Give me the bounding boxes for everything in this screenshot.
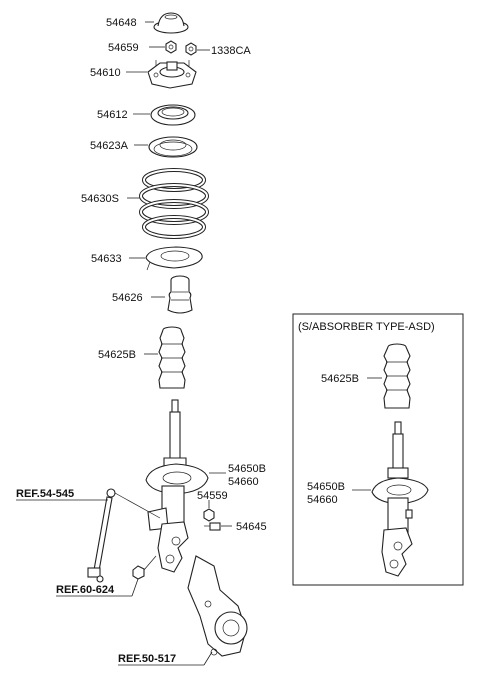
label-54559: 54559 bbox=[197, 490, 228, 502]
label-54648: 54648 bbox=[106, 17, 137, 29]
label-54645: 54645 bbox=[236, 521, 267, 533]
part-54645-bolt bbox=[204, 522, 221, 531]
ref-60-624-link[interactable]: REF.60-624 bbox=[56, 584, 115, 596]
inset-label-54625B: 54625B bbox=[321, 373, 359, 385]
label-54630S: 54630S bbox=[81, 193, 119, 205]
label-54626: 54626 bbox=[112, 292, 143, 304]
inset-title: (S/ABSORBER TYPE-ASD) bbox=[298, 321, 435, 333]
label-54610: 54610 bbox=[90, 67, 121, 79]
part-54610-strut-mount bbox=[147, 60, 197, 89]
inset-label-54660: 54660 bbox=[307, 494, 338, 506]
part-54559-nut bbox=[203, 508, 215, 522]
label-1338CA: 1338CA bbox=[211, 45, 251, 57]
label-54625B: 54625B bbox=[98, 349, 136, 361]
part-54633-lower-pad bbox=[145, 246, 203, 271]
part-1338CA-nut bbox=[185, 42, 197, 56]
ref-54-545-link[interactable]: REF.54-545 bbox=[16, 488, 74, 500]
part-54612-bearing bbox=[150, 104, 196, 126]
label-54660: 54660 bbox=[228, 476, 259, 488]
stabilizer-link bbox=[87, 488, 161, 583]
label-54633: 54633 bbox=[91, 253, 122, 265]
stabilizer-nut bbox=[132, 555, 157, 580]
ref-50-517-link[interactable]: REF.50-517 bbox=[118, 653, 176, 665]
inset-part-54625B-dust-cover bbox=[383, 343, 411, 409]
part-54625B-dust-cover bbox=[158, 326, 186, 389]
inset-part-54650B-strut bbox=[371, 421, 429, 577]
part-54630S-coil-spring bbox=[139, 168, 209, 239]
part-54648-cap bbox=[153, 12, 189, 34]
inset-absorber-asd: (S/ABSORBER TYPE-ASD) 54625B 54650B 5466… bbox=[292, 313, 464, 586]
steering-knuckle bbox=[187, 555, 248, 657]
label-54659: 54659 bbox=[108, 42, 139, 54]
label-54612: 54612 bbox=[97, 109, 128, 121]
part-54650B-strut-assembly bbox=[145, 399, 209, 573]
label-54650B: 54650B bbox=[228, 463, 266, 475]
inset-label-54650B: 54650B bbox=[307, 481, 345, 493]
part-54659-nut bbox=[165, 40, 177, 54]
part-54626-bump-stopper bbox=[167, 275, 193, 314]
part-54623A-upper-seat bbox=[148, 136, 198, 158]
label-54623A: 54623A bbox=[90, 140, 129, 152]
